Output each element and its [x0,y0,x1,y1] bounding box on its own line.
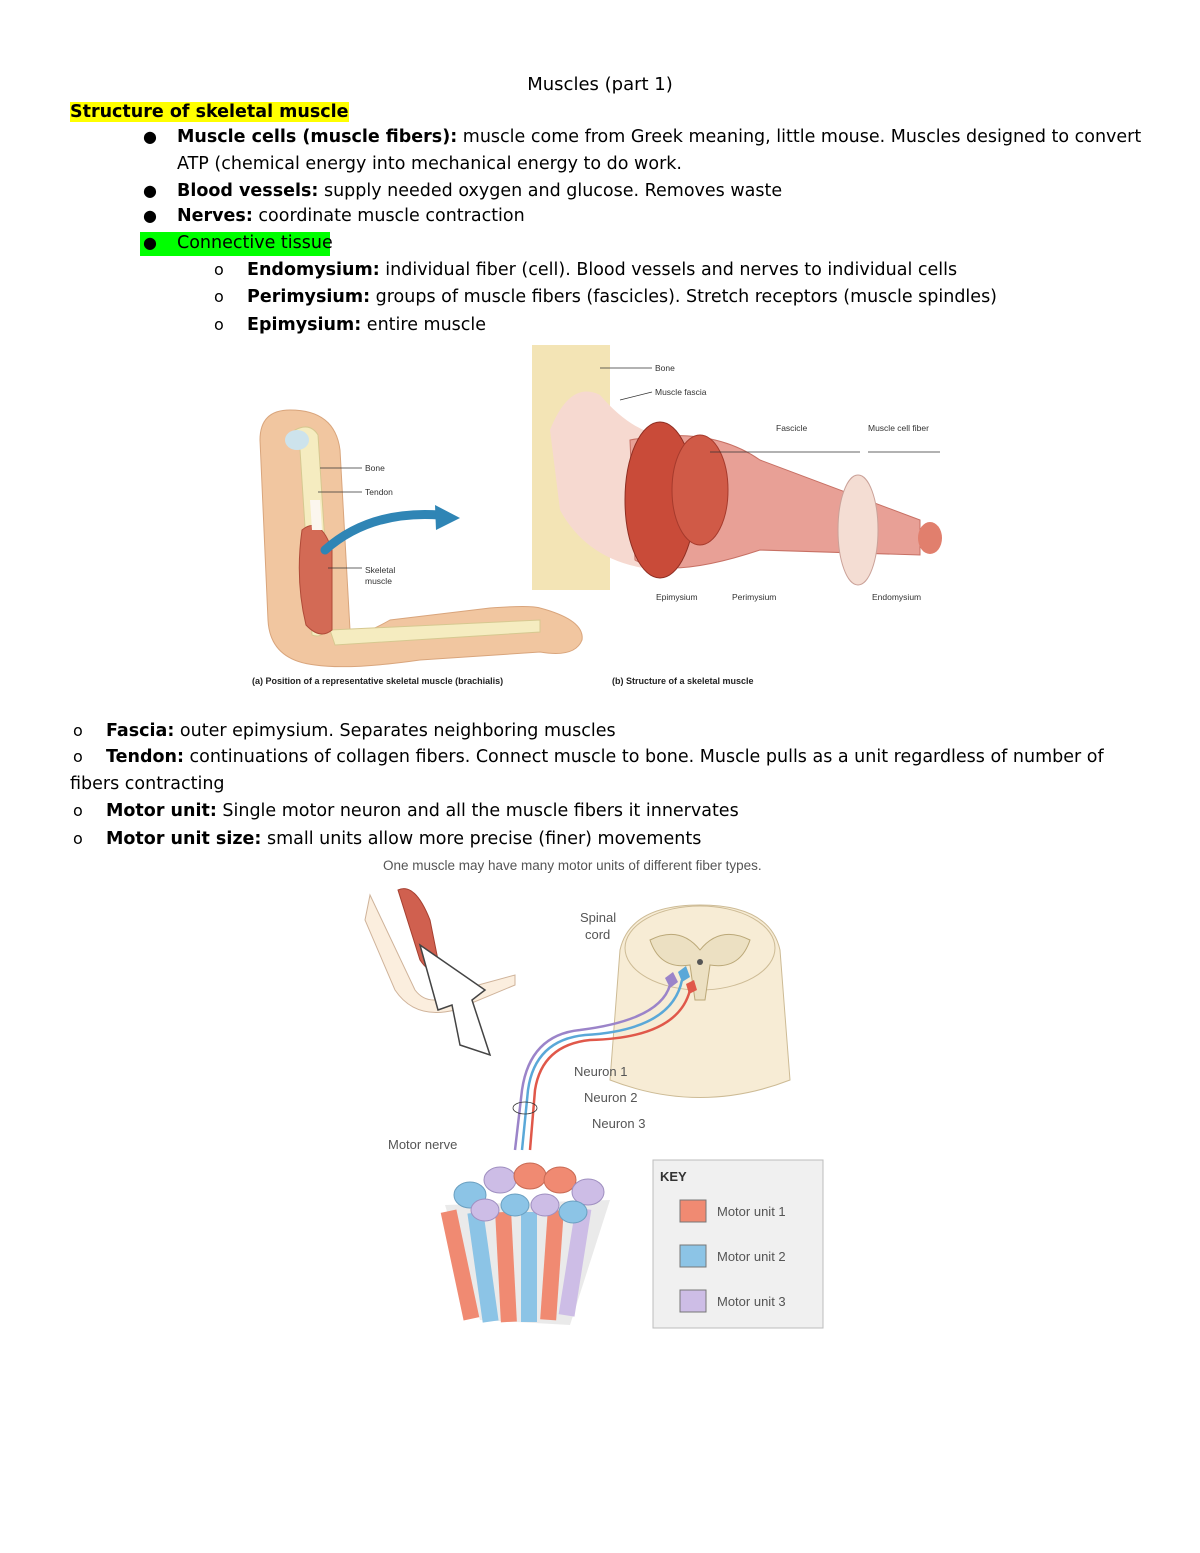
label-neuron-3: Neuron 3 [592,1116,645,1131]
lower-bullet-tendon-cont: fibers contracting [70,774,225,794]
lower-bullet-fascia: Fascia: outer epimysium. Separates neigh… [106,721,616,741]
key-label-1: Motor unit 1 [717,1204,786,1219]
key-label-3: Motor unit 3 [717,1294,786,1309]
motor-unit-figure: One muscle may have many motor units of … [364,858,824,1329]
lower-bullet-motor-unit: Motor unit: Single motor neuron and all … [106,801,739,821]
label-epimysium: Epimysium [656,592,698,602]
bullet-nerves: Nerves: coordinate muscle contraction [177,206,525,226]
sub-bullet-marker: o [214,287,224,306]
label-bone-a: Bone [365,463,385,473]
key-label-2: Motor unit 2 [717,1249,786,1264]
muscle-structure-illustration: Bone Muscle fascia Fascicle Muscle cell … [532,345,942,686]
bullet-muscle-cells-cont: ATP (chemical energy into mechanical ene… [177,154,682,174]
label-muscle-cell-fiber: Muscle cell fiber [868,423,929,433]
lower-bullet-tendon: Tendon: continuations of collagen fibers… [106,747,1104,767]
bullet-connective-tissue: Connective tissue [177,233,333,253]
bullet-dot: ● [143,127,157,146]
sub-bullet-perimysium: Perimysium: groups of muscle fibers (fas… [247,287,998,307]
section-heading: Structure of skeletal muscle [70,102,349,122]
label-neuron-2: Neuron 2 [584,1090,637,1105]
label-muscle-fascia: Muscle fascia [655,387,707,397]
key-swatch-3 [679,1289,707,1313]
key-swatch-2 [679,1244,707,1268]
bullet-blood-vessels: Blood vessels: supply needed oxygen and … [177,181,783,201]
bullet-dot: ● [143,233,157,252]
lower-bullet-marker: o [73,829,83,848]
label-bone-b: Bone [655,363,675,373]
motor-unit-key: KEY Motor unit 1 Motor unit 2 Motor unit… [652,1159,824,1329]
caption-a: (a) Position of a representative skeleta… [252,676,503,686]
label-fascicle: Fascicle [776,423,807,433]
label-motor-nerve: Motor nerve [388,1137,457,1152]
muscle-fiber-bundle [440,1162,610,1325]
lower-bullet-marker: o [73,747,83,766]
label-perimysium: Perimysium [732,592,776,602]
skeletal-muscle-figure: Bone Tendon Skeletal muscle (a) Position… [252,345,942,686]
lower-bullet-motor-unit-size: Motor unit size: small units allow more … [106,829,702,849]
caption-b: (b) Structure of a skeletal muscle [612,676,754,686]
sub-bullet-marker: o [214,315,224,334]
key-title: KEY [660,1169,687,1184]
label-skeletal: Skeletal [365,565,395,575]
sub-bullet-endomysium: Endomysium: individual fiber (cell). Blo… [247,260,958,280]
page-title: Muscles (part 1) [527,74,673,95]
bullet-dot: ● [143,206,157,225]
bullet-dot: ● [143,181,157,200]
label-tendon: Tendon [365,487,393,497]
label-spinal: Spinal [580,910,616,925]
sub-bullet-marker: o [214,260,224,279]
figure2-heading: One muscle may have many motor units of … [383,858,762,873]
label-endomysium: Endomysium [872,592,921,602]
sub-bullet-epimysium: Epimysium: entire muscle [247,315,487,335]
lower-bullet-marker: o [73,801,83,820]
key-swatch-1 [679,1199,707,1223]
bullet-muscle-cells: Muscle cells (muscle fibers): muscle com… [177,127,1142,147]
label-neuron-1: Neuron 1 [574,1064,627,1079]
arm-illustration: Bone Tendon Skeletal muscle (a) Position… [252,409,583,686]
label-muscle: muscle [365,576,392,586]
connective-highlight [140,232,330,256]
label-cord: cord [585,927,610,942]
lower-bullet-marker: o [73,721,83,740]
